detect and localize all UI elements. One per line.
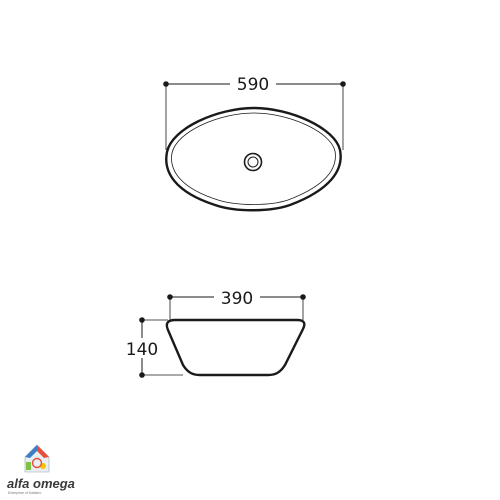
logo-roof-red — [37, 445, 49, 458]
logo-mark — [24, 444, 50, 473]
logo-alpha-ring — [31, 457, 43, 469]
side-height-dimension: 140 — [122, 317, 183, 378]
logo-text: alfa omega — [7, 476, 75, 491]
basin-top-inner-rim — [171, 112, 336, 205]
side-view: 390 140 — [122, 286, 306, 378]
side-dimension-label-bg — [214, 286, 260, 308]
logo-accent-green — [26, 462, 31, 470]
side-dimension-dot-left — [167, 294, 173, 300]
basin-side-profile — [165, 318, 306, 377]
top-width-label: 590 — [237, 75, 269, 95]
top-view: 590 — [163, 72, 346, 212]
drain-hole-outer — [243, 152, 263, 172]
height-dimension-label-bg — [122, 338, 162, 358]
logo-roof-blue — [25, 445, 37, 458]
side-width-dimension: 390 — [167, 286, 306, 320]
side-width-label: 390 — [221, 289, 253, 309]
logo-subtitle: Enterprise of Kalisteo — [8, 491, 41, 495]
side-height-label: 140 — [126, 340, 158, 360]
basin-top-outline — [165, 106, 342, 212]
drain-hole-inner — [247, 156, 259, 168]
top-dimension-label-bg — [230, 72, 276, 94]
height-dimension-dot-top — [139, 317, 145, 323]
top-dimension-dot-left — [163, 81, 169, 87]
height-dimension-dot-bottom — [139, 372, 145, 378]
top-dimension-dot-right — [340, 81, 346, 87]
side-dimension-dot-right — [300, 294, 306, 300]
top-width-dimension: 590 — [163, 72, 346, 150]
alfa-omega-logo: alfa omega Enterprise of Kalisteo — [7, 444, 75, 495]
